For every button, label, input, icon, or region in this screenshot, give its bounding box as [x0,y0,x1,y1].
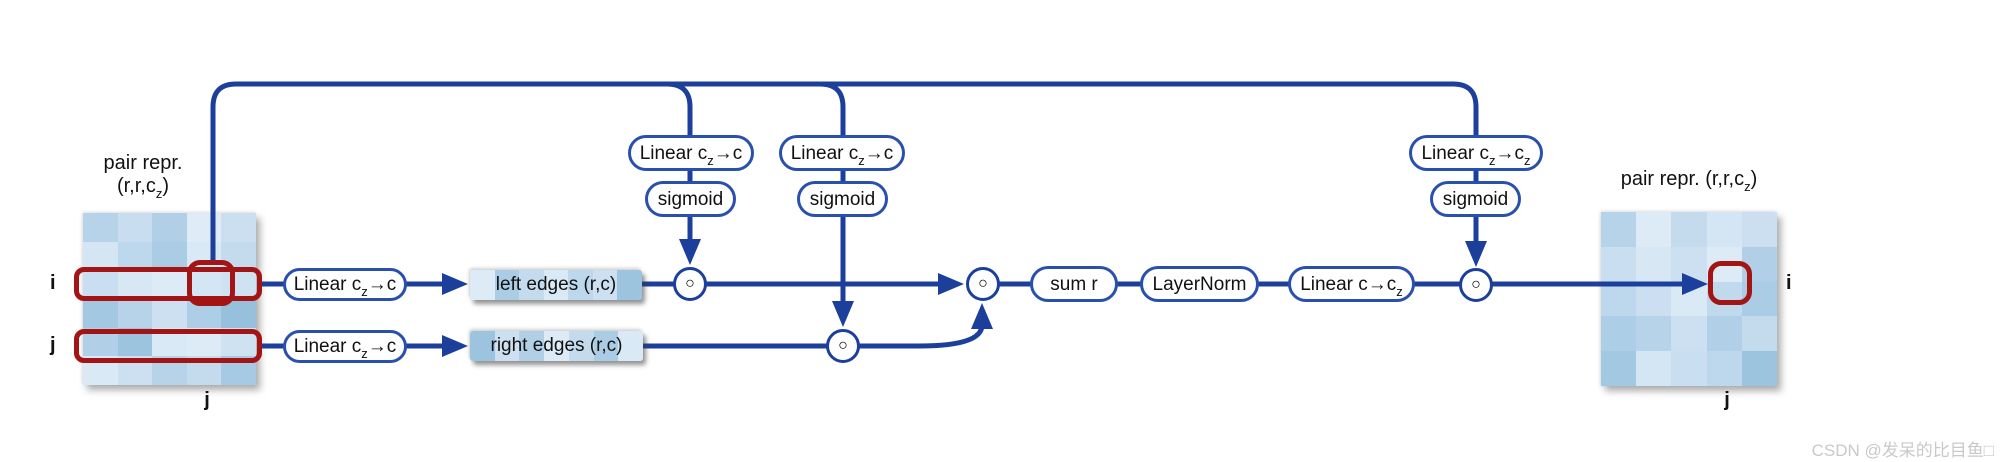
hadamard-icon: ○ [1471,276,1481,293]
edge-stripe [618,331,643,361]
edge-stripe [568,270,593,300]
edge-stripe [494,270,520,300]
matrix-cell [1636,212,1672,247]
edge-stripe [592,270,618,300]
output-gate-multiply-operator: ○ [1459,268,1493,302]
input-matrix-title: pair repr. (r,r,cz) [103,152,183,201]
edge-stripe [544,331,569,361]
matrix-cell [1741,316,1777,352]
gate2-to-combine-arrow [858,303,993,349]
layernorm-pill: LayerNorm [1140,266,1259,302]
gate1-multiply-operator: ○ [673,267,707,301]
matrix-cell [83,298,118,328]
matrix-cell [1601,212,1637,247]
output-matrix-col-label: j [1724,389,1730,411]
edge-stripe [543,270,569,300]
right-edges-box: right edges (r,c) [470,331,643,361]
output-cell-ij-highlight [1708,261,1752,305]
input-matrix-shape: (r,r,cz) [116,175,170,201]
combine-multiply-operator: ○ [966,267,1000,301]
row-j-highlight [74,329,262,363]
gate3-linear-pill: Linear cz→cz [1409,135,1543,171]
edge-stripe [568,331,594,361]
edge-stripe [593,331,619,361]
matrix-cell [1671,316,1707,352]
matrix-cell [117,213,153,242]
matrix-cell [1601,351,1637,386]
input-matrix-col-label: j [204,389,210,411]
matrix-cell [152,270,187,299]
matrix-cell [1636,316,1672,352]
matrix-cell [1601,281,1637,317]
matrix-cell [1671,351,1707,386]
matrix-cell [1601,316,1637,352]
hadamard-icon: ○ [978,275,988,292]
matrix-cell [83,270,118,299]
row-i-label: i [50,272,56,294]
output-pair-representation-matrix [1601,212,1777,386]
gate2-branch-line [819,81,846,130]
matrix-cell [1601,246,1637,282]
gate2-sigmoid-pill: sigmoid [797,181,888,217]
matrix-cell [186,213,222,242]
matrix-cell [1636,281,1672,317]
gate2-linear-pill: Linear cz→c [779,135,905,171]
matrix-cell [221,213,256,242]
matrix-cell [1706,212,1742,247]
edge-stripe [470,331,495,361]
gate1-branch-line [666,81,693,130]
matrix-cell [1706,351,1742,386]
matrix-cell [1636,246,1672,282]
matrix-cell [1741,212,1777,247]
matrix-cell [117,241,153,271]
gate1-sigmoid-pill: sigmoid [645,181,736,217]
feedback-top-line [210,81,1479,262]
output-matrix-title: pair repr. (r,r,cz) [1620,168,1758,194]
hadamard-icon: ○ [838,337,848,354]
gate3-sigmoid-pill: sigmoid [1430,181,1521,217]
left-edges-label: left edges (r,c) [495,274,617,295]
row-i-linear-pill: Linear cz→c [283,268,407,301]
matrix-cell [117,270,153,299]
linear-out-pill: Linear c→cz [1288,266,1415,302]
matrix-cell [83,213,118,242]
matrix-cell [1671,212,1707,247]
output-row-i-label: i [1786,272,1792,294]
row-j-label: j [50,334,56,356]
right-edges-label: right edges (r,c) [490,335,623,356]
matrix-cell [117,298,153,328]
row-i-highlight [74,267,262,301]
matrix-cell [152,241,187,271]
edge-stripe [519,270,544,300]
matrix-cell [1706,316,1742,352]
edge-stripe [470,270,495,300]
matrix-cell [152,298,187,328]
hadamard-icon: ○ [685,275,695,292]
row-j-linear-pill: Linear cz→c [283,330,407,363]
edge-stripe [494,331,520,361]
matrix-cell [1741,351,1777,386]
sum-r-pill: sum r [1030,266,1118,302]
edge-stripe [519,331,545,361]
matrix-cell [83,241,118,271]
csdn-watermark: CSDN @发呆的比目鱼□ [1811,441,1994,460]
gate1-linear-pill: Linear cz→c [628,135,754,171]
edge-stripe [617,270,642,300]
cell-ij-highlight [187,260,235,306]
left-edges-box: left edges (r,c) [470,270,642,300]
matrix-cell [152,213,187,242]
matrix-cell [1636,351,1672,386]
gate2-multiply-operator: ○ [826,329,860,363]
